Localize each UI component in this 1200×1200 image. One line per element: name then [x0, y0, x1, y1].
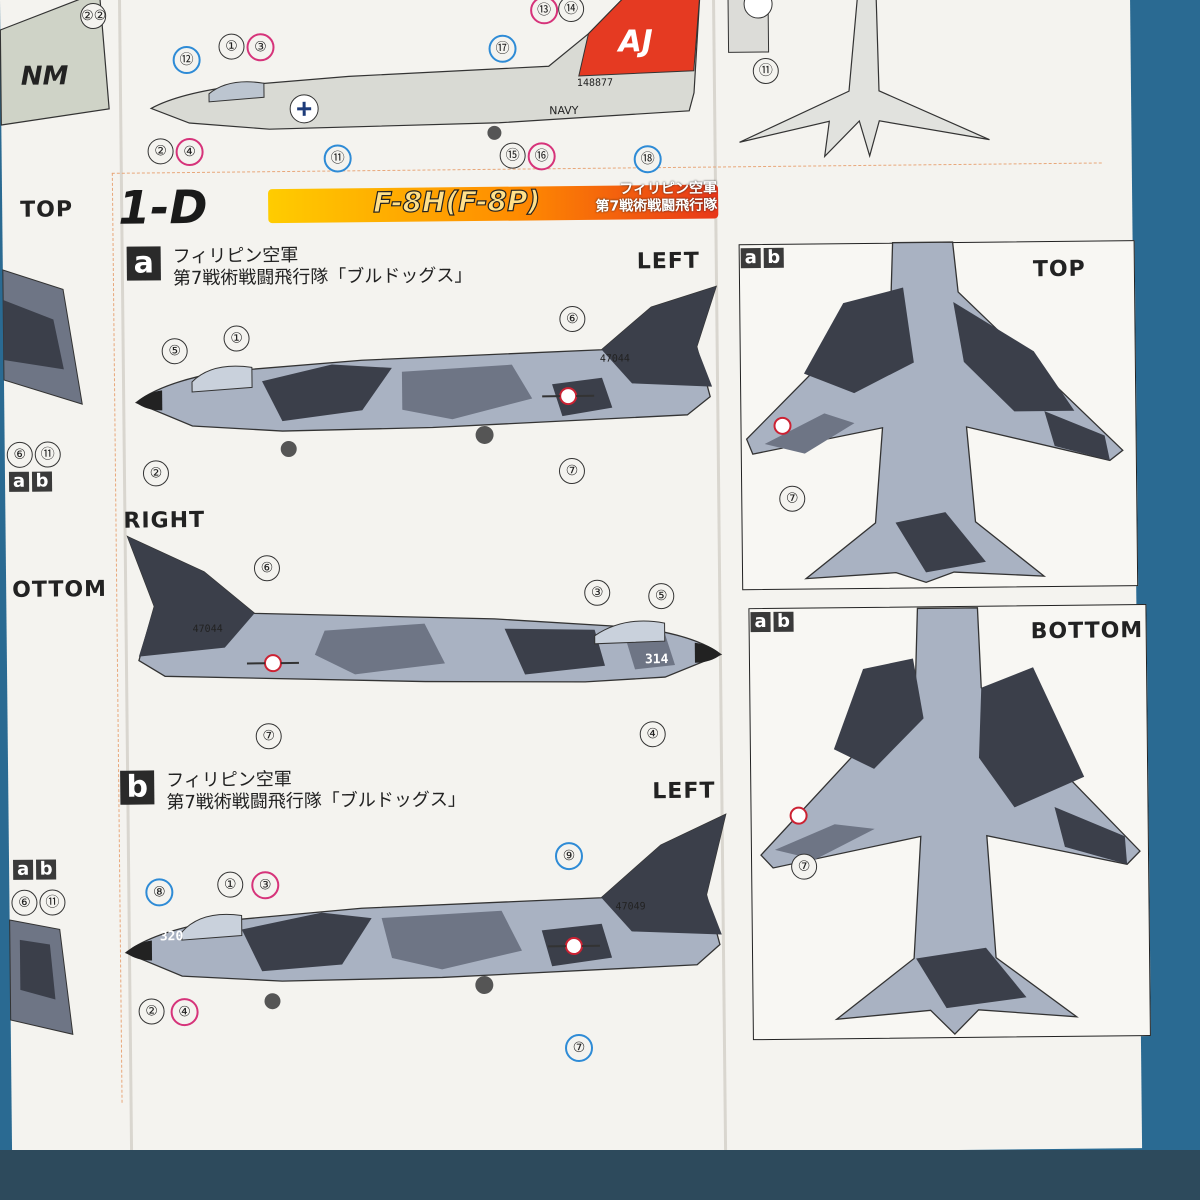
prev-jet-top-view-fragment	[727, 0, 990, 159]
callout-11-top: ⑪	[323, 144, 352, 173]
callout-11-fragment: ⑪	[752, 57, 779, 85]
svg-text:AJ: AJ	[616, 24, 653, 59]
variant-b-callout-4: ④	[170, 997, 199, 1027]
variant-b-left-side-view: 47049 320	[124, 813, 727, 1010]
variant-a-left-callout-1: ①	[223, 325, 250, 352]
variant-b-callout-1: ①	[217, 871, 244, 898]
left-partial-wing-top	[2, 269, 83, 405]
variant-a-right-callout-6: ⑥	[253, 555, 281, 582]
variant-a-text: フィリピン空軍 第7戦術戦闘飛行隊「ブルドッグス」	[173, 243, 473, 290]
variant-a-right-callout-5: ⑤	[648, 582, 675, 610]
variant-a-tail-number-right: 47044	[193, 624, 223, 635]
variant-a-nose-number: 314	[645, 652, 669, 667]
prev-jet-side-view: AJ 148877 NAVY	[149, 0, 701, 140]
top-view-callout-7: ⑦	[779, 485, 806, 512]
variant-a-left-callout-7: ⑦	[558, 457, 586, 485]
top-view-plane	[745, 241, 1124, 584]
variant-b-callout-9: ⑨	[554, 841, 584, 871]
variant-b-callout-7: ⑦	[564, 1033, 594, 1063]
section-banner: 1-D F-8H(F-8P) フィリピン空軍 第7戦術戦闘飛行隊	[117, 178, 723, 235]
left-callout-11: ⑪	[34, 441, 61, 468]
banner-unit-line2: 第7戦術戦闘飛行隊	[595, 197, 718, 215]
variant-b-line1: フィリピン空軍	[166, 768, 292, 792]
callout-2-top: ②	[147, 138, 174, 165]
variant-b-callout-2: ②	[138, 998, 165, 1025]
variant-a-header: a フィリピン空軍 第7戦術戦闘飛行隊「ブルドッグス」	[126, 243, 473, 291]
tag-b-2: b	[36, 858, 57, 880]
variant-a-line1: フィリピン空軍	[172, 244, 299, 268]
left-callout-6: ⑥	[6, 441, 33, 468]
tag-b: b	[31, 471, 53, 492]
tag-a: a	[8, 471, 30, 492]
instruction-sheet: NM ②② AJ 148877 NAVY ⑫ ① ③ ⑬ ⑭ ⑰ ② ④ ⑪ ⑮…	[0, 0, 1151, 1160]
variant-b-nose-number: 320	[160, 929, 184, 944]
left-bottom-label: OTTOM	[12, 576, 108, 603]
variant-a-right-callout-4: ④	[639, 721, 666, 748]
variant-a-left-callout-5: ⑤	[161, 338, 188, 365]
callout-1-top: ①	[218, 33, 245, 60]
variant-a-left-side-view: 47044	[134, 285, 718, 458]
callout-16: ⑯	[527, 142, 556, 171]
banner-unit: フィリピン空軍 第7戦術戦闘飛行隊	[595, 181, 717, 216]
left-partial-wing-bottom	[9, 919, 74, 1035]
callout-22: ②②	[80, 2, 106, 30]
variant-a-right-side-view: 47044 314	[126, 535, 723, 683]
variant-a-letter: a	[126, 245, 161, 281]
callout-3-top: ③	[246, 33, 275, 62]
guide-frame-top	[111, 162, 1102, 174]
aircraft-name: F-8H(F-8P)	[372, 184, 541, 220]
bottom-view-callout-7: ⑦	[790, 853, 818, 880]
variant-b-left-label: LEFT	[652, 778, 716, 805]
variant-b-callout-3: ③	[251, 871, 280, 900]
callout-17: ⑰	[488, 34, 517, 63]
banner-unit-line1: フィリピン空軍	[619, 180, 718, 198]
variant-a-right-callout-3: ③	[584, 579, 611, 606]
variant-a-right-callout-7: ⑦	[255, 723, 282, 750]
callout-4-top: ④	[175, 137, 204, 167]
bottom-view-plane	[760, 607, 1141, 1035]
variant-a-tail-number-left: 47044	[600, 353, 630, 364]
variant-b-callout-8: ⑧	[145, 878, 174, 907]
callout-15: ⑮	[499, 142, 526, 169]
svg-text:NAVY: NAVY	[549, 104, 579, 117]
variant-a-line2: 第7戦術戦闘飛行隊「ブルドッグス」	[172, 265, 473, 290]
svg-text:148877: 148877	[577, 78, 613, 89]
left-variant-tags: a b	[8, 471, 53, 492]
variant-a-left-label: LEFT	[636, 248, 700, 275]
callout-12: ⑫	[172, 45, 201, 75]
callout-18: ⑱	[633, 145, 662, 174]
svg-text:NM: NM	[21, 61, 69, 91]
table-surface	[0, 1150, 1200, 1200]
variant-a-left-callout-6: ⑥	[559, 305, 586, 333]
left-top-label: TOP	[20, 197, 74, 223]
left-callout-11-b: ⑪	[39, 889, 66, 916]
section-code: 1-D	[117, 179, 208, 235]
left-callout-6-b: ⑥	[11, 889, 38, 916]
tag-a-2: a	[13, 859, 34, 880]
prev-tail-fragment: NM	[0, 0, 110, 126]
variant-b-letter: b	[120, 769, 155, 805]
left-variant-tags-2: a b	[13, 858, 57, 880]
variant-a-right-label: RIGHT	[123, 507, 206, 534]
variant-a-left-callout-2: ②	[142, 460, 170, 487]
variant-b-tail-number: 47049	[615, 901, 645, 912]
